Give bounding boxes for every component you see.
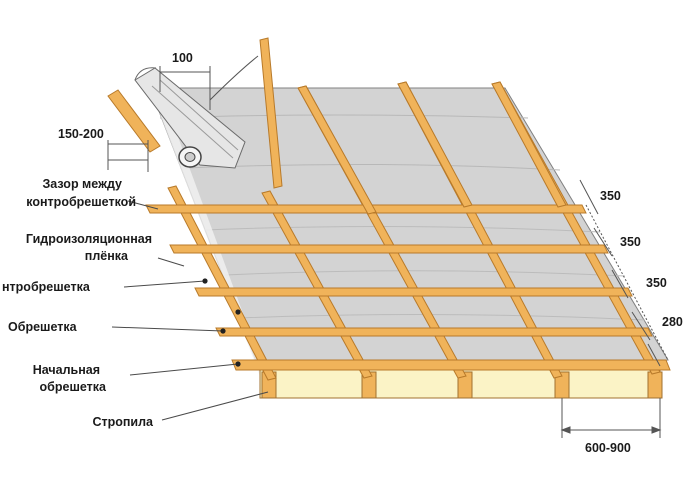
rafters — [259, 369, 663, 399]
eave-overlap-dimension-label: 150-200 — [58, 127, 104, 141]
counter-batten-segment — [491, 81, 567, 208]
overlap-dimension-label: 100 — [172, 51, 193, 65]
rafters-label: Стропила — [92, 415, 154, 429]
overlap-dimension — [159, 55, 259, 110]
membrane-label-line1: Гидроизоляционная — [26, 232, 152, 246]
batten — [215, 327, 653, 337]
eave-overlap-dimension — [107, 140, 149, 172]
rafter-pitch-dimension — [560, 398, 662, 438]
spacing-2-label: 350 — [620, 235, 641, 249]
leader-dot — [235, 361, 241, 367]
loose-counter-batten — [259, 37, 283, 189]
spacing-1-label: 350 — [600, 189, 621, 203]
counter-batten-segment — [297, 85, 377, 215]
leader-dot — [220, 328, 226, 334]
counter-batten-segment — [397, 81, 473, 208]
batten — [194, 287, 633, 297]
gap-label-line2: контробрешеткой — [26, 195, 136, 209]
rafter-post — [647, 371, 663, 399]
counter-batten-label: нтробрешетка — [2, 280, 91, 294]
leader-dot — [235, 309, 241, 315]
membrane-label-line2: плёнка — [85, 249, 129, 263]
rafter-post — [457, 371, 473, 399]
membrane-roll — [134, 67, 246, 169]
spacing-3-label: 350 — [646, 276, 667, 290]
battens — [145, 204, 671, 371]
eave-board — [107, 89, 161, 153]
start-batten-label-line1: Начальная — [33, 363, 100, 377]
leader-dot — [202, 278, 208, 284]
batten-label: Обрешетка — [8, 320, 78, 334]
spacing-4-label: 280 — [662, 315, 683, 329]
gap-label-line1: Зазор между — [42, 177, 122, 191]
batten — [169, 244, 609, 254]
leader-dots — [202, 278, 241, 367]
start-batten — [231, 359, 671, 371]
counter-batten-overlays — [297, 81, 567, 215]
start-batten-label-line2: обрешетка — [40, 380, 108, 394]
spacing-dimension-line — [579, 179, 669, 367]
leader-lines — [111, 200, 269, 421]
rafter-pitch-label: 600-900 — [585, 441, 631, 455]
